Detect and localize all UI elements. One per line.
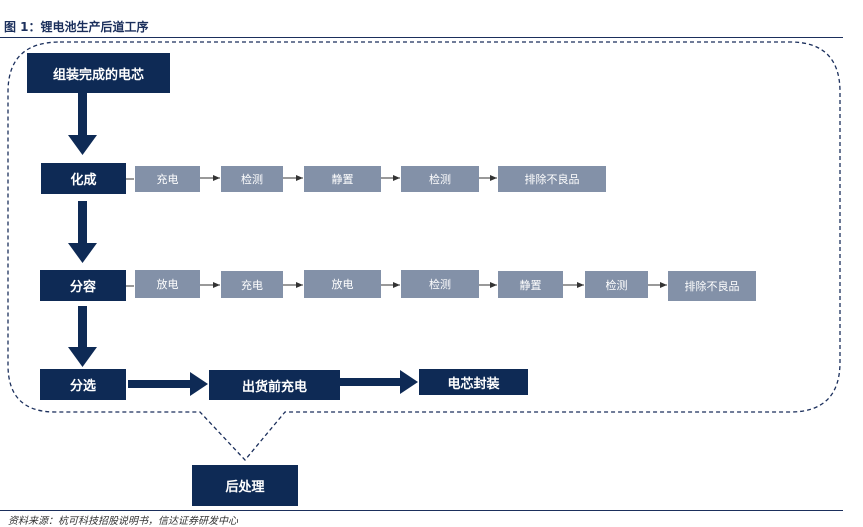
grading-step: 放电 [135,270,200,298]
grading-step: 放电 [304,270,381,298]
right-arrow-sorting-to-shipping [128,372,208,396]
right-arrow-shipping-to-package [340,370,418,394]
grading-step: 检测 [401,270,479,298]
node-shipping-charge: 出货前充电 [209,370,340,400]
down-arrow-grading-to-sorting [68,306,97,367]
formation-step: 检测 [221,166,283,192]
node-assembled-cell: 组装完成的电芯 [27,53,170,93]
bottom-divider [0,510,843,511]
node-grading: 分容 [40,270,126,301]
top-divider [0,37,843,38]
source-note: 资料来源：杭可科技招股说明书，信达证券研发中心 [8,516,238,527]
node-sorting: 分选 [40,369,126,400]
grading-step: 排除不良品 [668,271,756,301]
grading-step: 检测 [585,271,648,298]
node-formation: 化成 [41,163,126,194]
grading-step: 静置 [498,271,563,298]
figure-title: 图 1：锂电池生产后道工序 [4,20,149,34]
formation-step: 检测 [401,166,479,192]
node-cell-package: 电芯封装 [419,369,528,395]
formation-step: 静置 [304,166,381,192]
down-arrow-start-to-formation [68,93,97,155]
grading-step: 充电 [221,271,283,298]
formation-step: 排除不良品 [498,166,606,192]
dashed-boundary [7,41,841,461]
node-post-process: 后处理 [192,465,298,506]
down-arrow-formation-to-grading [68,201,97,263]
formation-step: 充电 [135,166,200,192]
